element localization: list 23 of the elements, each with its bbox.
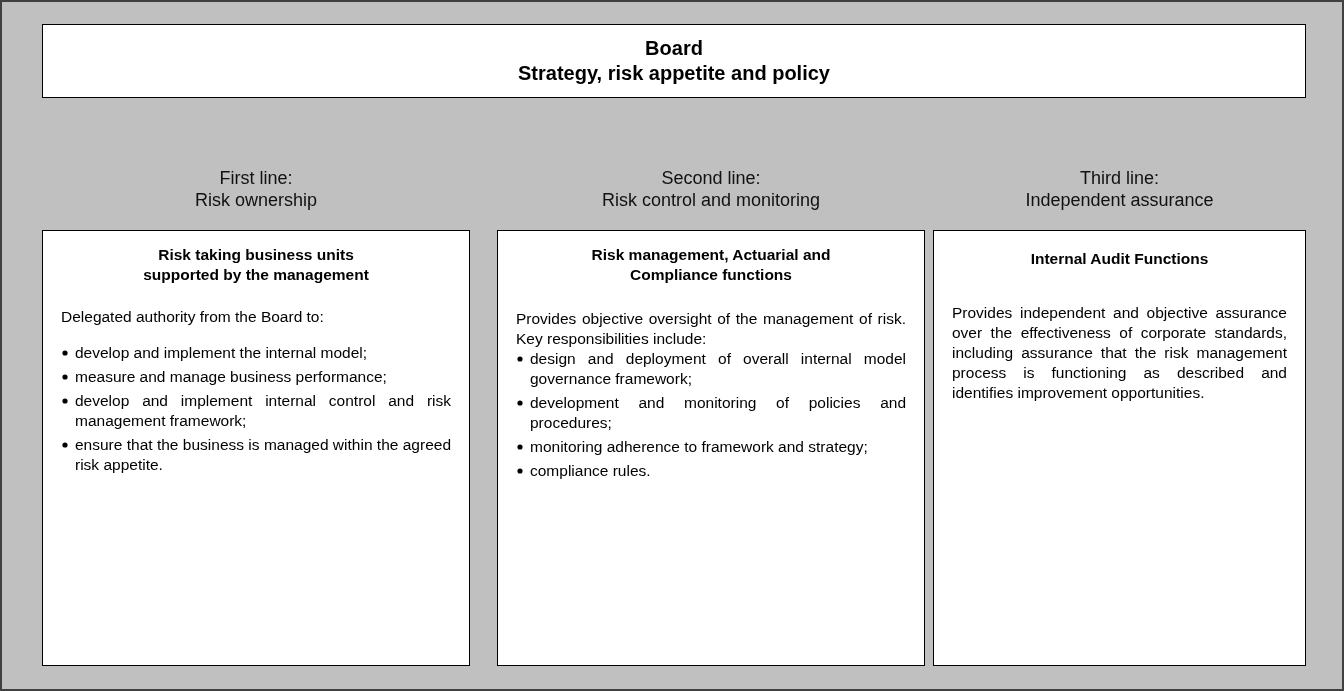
column-subheading: Risk ownership bbox=[193, 189, 318, 211]
bullet-item: measure and manage business performance; bbox=[75, 368, 387, 385]
box-subheading: Strategy, risk appetite and policy bbox=[518, 61, 830, 86]
column-heading: Second line: bbox=[660, 167, 762, 189]
box-title: Risk management, Actuarial and Compliance functions bbox=[590, 245, 832, 285]
column-heading: First line: bbox=[218, 167, 294, 189]
box-title: Risk taking business units supported by the management bbox=[142, 245, 370, 285]
board-box bbox=[42, 24, 1306, 98]
bullet-item: ensure that the business is managed within the agreed risk appetite. bbox=[75, 436, 451, 473]
bullet-item: development and monitoring of policies and procedures; bbox=[530, 394, 906, 431]
box-description: Delegated authority from the Board to: bbox=[61, 307, 325, 327]
column-heading: Third line: bbox=[1079, 167, 1160, 189]
box-heading: Board bbox=[645, 36, 703, 61]
box-description: Provides independent and objective assurance over the effectiveness of corporate standards, including assurance that the risk management process is functioning as described and identifies improvement opportunities. bbox=[952, 303, 1287, 403]
column-subheading: Independent assurance bbox=[1024, 189, 1215, 211]
bullet-item: design and deployment of overall internal model governance framework; bbox=[530, 350, 906, 387]
box-description: Provides objective oversight of the management of risk. Key responsibilities include: bbox=[516, 309, 906, 349]
bullet-item: compliance rules. bbox=[530, 462, 651, 479]
box-title: Internal Audit Functions bbox=[1029, 249, 1210, 269]
bullet-item: develop and implement the internal model; bbox=[75, 344, 368, 361]
bullet-item: monitoring adherence to framework and strategy; bbox=[530, 438, 868, 455]
column-subheading: Risk control and monitoring bbox=[600, 189, 822, 211]
bullet-item: develop and implement internal control and risk management framework; bbox=[75, 392, 451, 429]
